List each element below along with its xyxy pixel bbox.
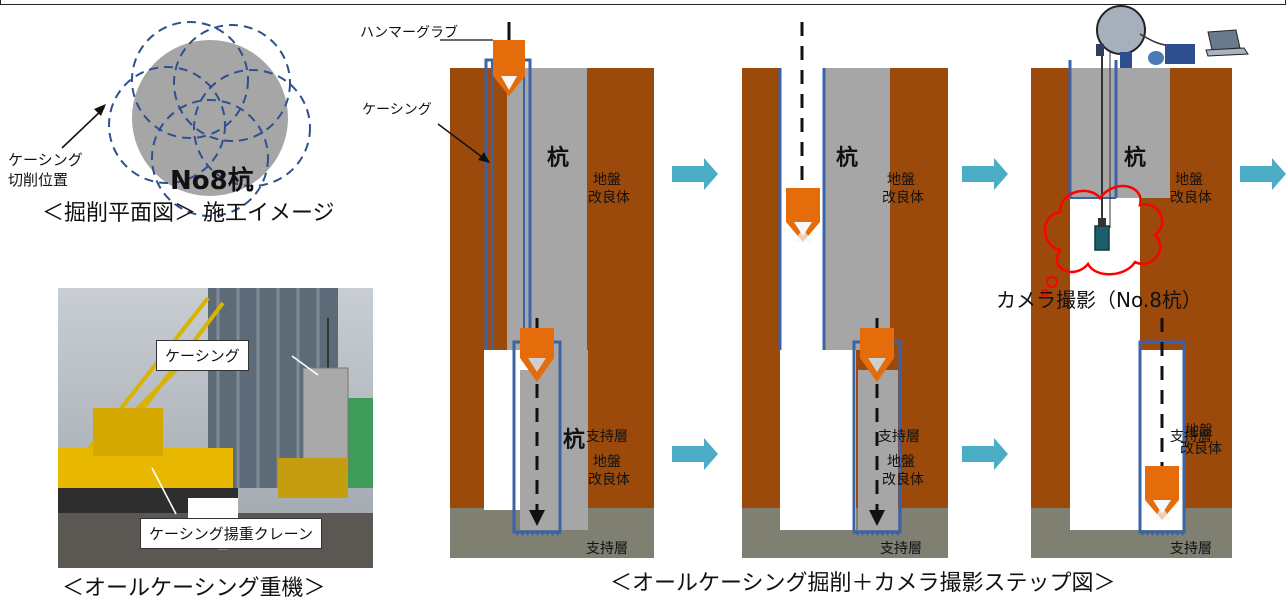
ground-improvement-label-4b: 改良体: [588, 472, 630, 488]
hammer-grab: [520, 328, 554, 358]
ground-improvement-label-6: 地盤: [1185, 423, 1213, 439]
top-frame-border: [0, 0, 1286, 5]
hammer-grab: [493, 40, 525, 76]
pile-no8-label: No8杭: [170, 166, 254, 196]
ground-improvement-label-1b: 改良体: [588, 190, 630, 206]
bearing-layer-label-2: 支持層: [878, 429, 920, 445]
casing-cut-label: ケーシング: [8, 151, 83, 169]
arrow-down-icon: [529, 510, 545, 526]
excavated-void: [780, 350, 856, 530]
ground-improvement-label-4: 地盤: [593, 454, 621, 470]
equipment-box: [1120, 52, 1132, 68]
arrow-head-icon: [94, 104, 106, 116]
hammer-grab-bit-shade: [501, 76, 517, 90]
ground-improvement-label-1: 地盤: [593, 172, 621, 188]
bearing-layer-label-3: 支持層: [1170, 429, 1212, 445]
hammer-grab: [786, 188, 820, 222]
hammer-grab-label: ハンマーグラブ: [360, 25, 458, 41]
callout-casing: ケーシング: [156, 340, 249, 371]
reel-stand: [1096, 44, 1104, 56]
controller-box: [1165, 44, 1195, 64]
casing-cut-label: 切削位置: [8, 171, 69, 189]
plan-caption: ＜掘削平面図＞ 施工イメージ: [42, 201, 335, 226]
casing-teeth: [1140, 532, 1184, 536]
step-5: [742, 318, 948, 558]
ground-improvement-label-5b: 改良体: [882, 472, 924, 488]
hammer-grab-bit-shade: [528, 358, 546, 372]
ground-improvement-label-3: 地盤: [1175, 172, 1203, 188]
pile-label-step1: 杭: [547, 146, 570, 171]
step-arrow-icon: [962, 438, 1008, 470]
casing-cut-circle: [131, 21, 249, 139]
ground-improvement-label-2: 地盤: [887, 172, 915, 188]
pile-label-step3: 杭: [1124, 146, 1147, 171]
hammer-grab-bit-shade: [1153, 506, 1171, 520]
step-arrow-icon: [962, 158, 1008, 190]
casing-leader-line: [437, 123, 487, 161]
casing-cut-arrow: [61, 107, 105, 149]
bearing-layer-label-1: 支持層: [586, 429, 628, 445]
callout-crane: ケーシング揚重クレーン: [140, 518, 322, 549]
casing-cut-circle: [151, 99, 269, 217]
ground-improvement-label-2b: 改良体: [882, 190, 924, 206]
step-arrow-icon: [672, 438, 718, 470]
pile-label-step4: 杭: [563, 428, 586, 453]
pile-label-step2: 杭: [836, 146, 859, 171]
step-arrow-icon: [672, 158, 718, 190]
laptop-icon: [1207, 29, 1241, 51]
camera-lens: [1098, 218, 1106, 227]
camera-shooting-label: カメラ撮影（No.8杭）: [996, 288, 1202, 312]
hammer-grab: [1145, 466, 1179, 500]
casing-teeth: [514, 532, 560, 536]
hammer-grab: [860, 328, 894, 358]
cloud-tail: [1041, 289, 1049, 297]
step-6: [1031, 318, 1232, 558]
pile-circle: [132, 40, 288, 196]
casing-label: ケーシング: [362, 102, 432, 118]
pile-body-inside: [520, 370, 560, 530]
casing-cut-circle: [193, 69, 311, 187]
photo-caption: ＜オールケーシング重機＞: [62, 576, 326, 601]
casing-cut-circle: [173, 24, 291, 142]
casing-cut-circle: [108, 66, 226, 184]
ground-improvement-label-3b: 改良体: [1170, 190, 1212, 206]
hammer-grab-bit-shade: [794, 228, 812, 242]
arrow-down-icon: [869, 510, 885, 526]
pile-body: [1070, 68, 1170, 198]
casing-teeth: [854, 532, 900, 536]
ground-improvement-label-6b: 改良体: [1180, 441, 1222, 457]
cloud-tail: [1046, 276, 1058, 288]
camera-body: [1094, 225, 1110, 251]
ground-improvement-label-5: 地盤: [887, 454, 915, 470]
arrow-head-icon: [478, 152, 490, 163]
camera-cloud: [1043, 184, 1164, 276]
hammer-grab-bit-shade: [868, 358, 886, 372]
bearing-layer-label-6: 支持層: [1170, 541, 1212, 557]
bearing-layer-label-5: 支持層: [880, 541, 922, 557]
step-arrows: [672, 158, 1286, 470]
step-diagram-caption: ＜オールケーシング掘削＋カメラ撮影ステップ図＞: [610, 571, 1116, 596]
monitor-unit: [1148, 51, 1164, 65]
photo-leader-lines: [151, 355, 319, 515]
cable-reel: [1096, 5, 1146, 55]
plan-view: [61, 21, 311, 217]
bearing-layer-label-4: 支持層: [586, 541, 628, 557]
step-4: [450, 318, 654, 558]
laptop-base: [1205, 47, 1249, 57]
step-arrow-icon: [1240, 158, 1286, 190]
